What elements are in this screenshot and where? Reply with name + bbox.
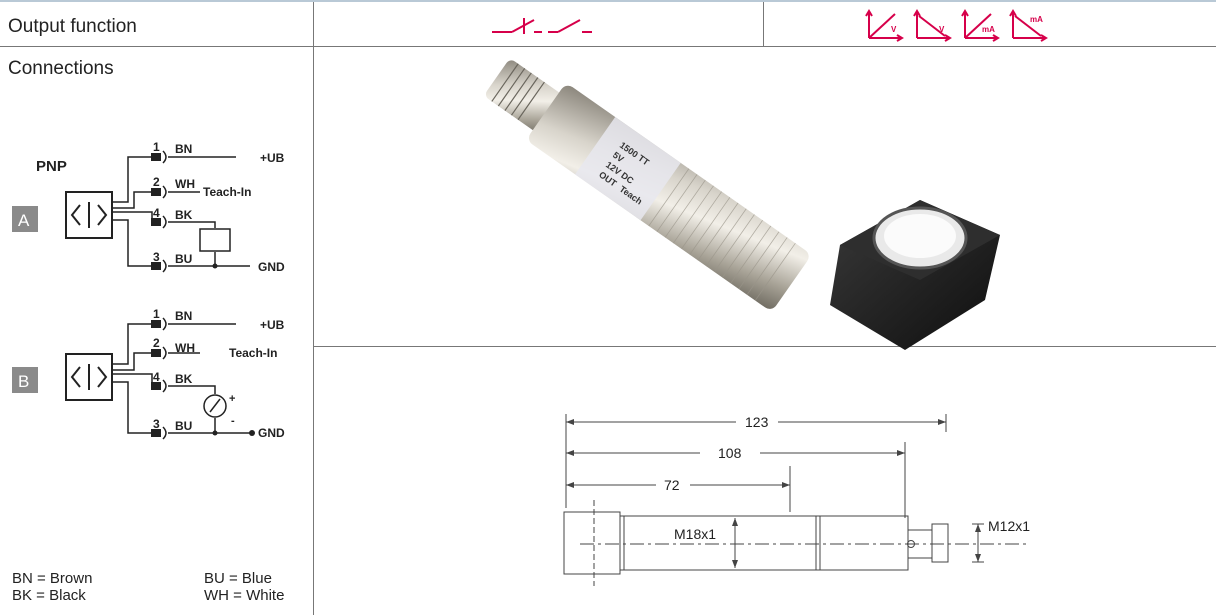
grid-hline-middle [313,346,1216,347]
output-function-cell: Output function [0,2,313,46]
legend-bu: BU = Blue [204,570,272,587]
analog-unit-1: V [891,25,897,34]
svg-text:+: + [229,393,235,405]
svg-text:2: 2 [153,336,160,350]
wiring-diagram-a: PNP A 1 BN +UB 2 WH Teach-In 4 BK 3 BU G… [12,140,285,274]
svg-text:4: 4 [153,206,160,220]
svg-text:4: 4 [153,370,160,384]
analog-unit-4: mA [1030,15,1043,24]
analog-voltage-rising-icon [865,9,904,42]
switching-output-icon [492,18,592,34]
grid-hline-header [0,46,1216,47]
legend-wh: WH = White [204,587,285,604]
svg-text:2: 2 [153,175,160,189]
grid-vline-header [763,2,764,46]
analog-current-falling-icon [1009,9,1048,42]
dim-body: 108 [718,445,742,461]
analog-current-rising-icon [961,9,1000,42]
grid-vline-left [313,2,314,615]
svg-text:+UB: +UB [260,151,285,165]
wiring-diagram-b: B 1 BN +UB 2 WH Teach-In 4 BK 3 BU GND +… [12,307,285,440]
svg-text:3: 3 [153,417,160,431]
svg-text:GND: GND [258,426,285,440]
svg-text:Teach-In: Teach-In [229,346,277,360]
svg-text:Teach-In: Teach-In [203,185,251,199]
legend-bn: BN = Brown [12,570,93,587]
thread-connector: M12x1 [988,518,1030,534]
analog-output-icons: V V mA mA [865,9,1048,42]
diagram-a-load-symbol [199,228,231,252]
diagram-a-badge-text: A [18,211,30,230]
legend: BN = Brown BU = Blue BK = Black WH = Whi… [12,570,312,604]
thread-main: M18x1 [674,526,716,542]
diagram-a-type-label: PNP [36,158,67,175]
svg-text:BU: BU [175,252,192,266]
svg-text:BN: BN [175,142,192,156]
svg-text:WH: WH [175,341,195,355]
svg-text:BK: BK [175,372,193,386]
diagram-b-badge-text: B [18,372,29,391]
connections-title: Connections [8,58,114,79]
analog-unit-2: V [939,25,945,34]
analog-unit-3: mA [982,25,995,34]
svg-text:1: 1 [153,140,160,154]
svg-text:3: 3 [153,250,160,264]
diagram-a-badge [12,206,38,232]
dim-total: 123 [745,414,769,430]
svg-text:-: - [231,415,235,427]
svg-text:BU: BU [175,419,192,433]
top-border [0,0,1216,2]
legend-bk: BK = Black [12,587,86,604]
diagram-a-sensor-symbol [65,191,113,239]
dimension-drawing: 123 108 72 M18x1 M12x1 [563,414,1030,586]
svg-text:GND: GND [258,260,285,274]
svg-text:BK: BK [175,208,193,222]
svg-text:1: 1 [153,307,160,321]
analog-voltage-falling-icon [913,9,952,42]
svg-text:BN: BN [175,309,192,323]
svg-text:+UB: +UB [260,318,285,332]
product-photo: 1500 TT 5V 12V DC OUT Teach [485,60,1000,350]
output-function-label: Output function [8,16,137,37]
diagram-b-badge [12,367,38,393]
svg-text:WH: WH [175,177,195,191]
transducer-head [830,200,1000,350]
dim-thread: 72 [664,477,680,493]
